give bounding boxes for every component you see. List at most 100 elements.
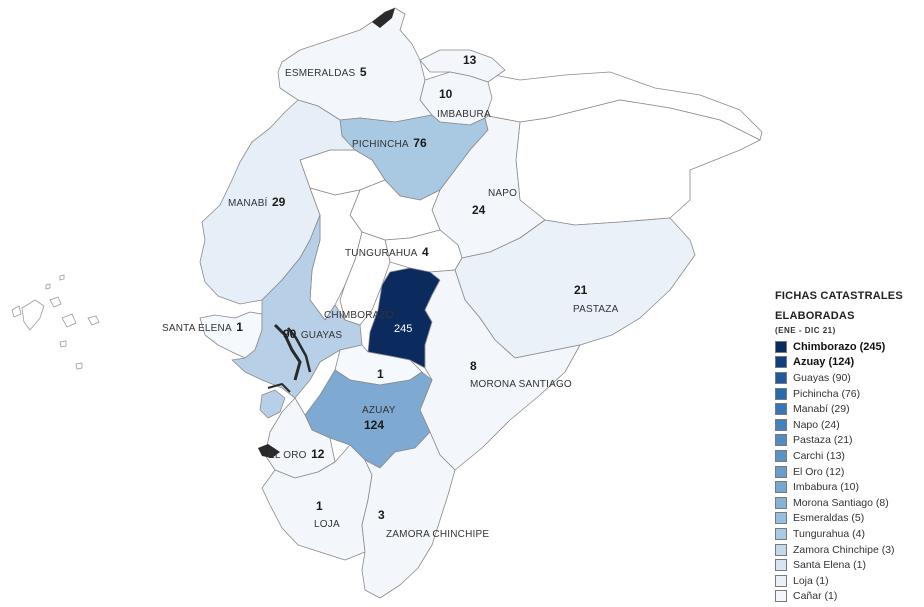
chimborazo-name: CHIMBORAZO — [324, 310, 394, 321]
legend-item-label: Carchi (13) — [793, 449, 845, 462]
legend-item: Tungurahua (4) — [775, 526, 924, 542]
legend-swatch — [775, 418, 787, 431]
island-north — [59, 274, 65, 281]
legend-item-label: Tungurahua (4) — [793, 527, 865, 540]
santa-elena-name: SANTA ELENA — [162, 323, 232, 334]
legend-swatch — [775, 481, 787, 494]
guayas-name: GUAYAS — [301, 330, 343, 341]
legend-item-label: Santa Elena (1) — [793, 559, 866, 572]
el-oro-name: EL ORO — [268, 450, 307, 461]
legend-swatch — [775, 496, 787, 509]
legend-item-label: Imbabura (10) — [793, 481, 859, 494]
legend-item: Zamora Chinchipe (3) — [775, 542, 924, 558]
island-espanola — [75, 362, 83, 370]
map-labels: 13 ESMERALDAS 5 10 IMBABURA PICHINCHA 76… — [162, 53, 619, 540]
legend-item: Carchi (13) — [775, 448, 924, 464]
pichincha-name: PICHINCHA — [352, 139, 409, 150]
island-san-cristobal — [87, 315, 100, 326]
island-santa-cruz — [61, 313, 77, 328]
el-oro-value: 12 — [311, 447, 325, 461]
esmeraldas-name: ESMERALDAS — [285, 68, 355, 79]
legend-swatch — [775, 590, 787, 603]
guayas-value: 90 — [283, 327, 297, 341]
azuay-name: AZUAY — [362, 405, 396, 416]
island-santiago — [49, 296, 62, 308]
island-marchena — [45, 283, 51, 290]
legend-item: Napo (24) — [775, 417, 924, 433]
legend-item: Cañar (1) — [775, 589, 924, 605]
legend-swatch — [775, 465, 787, 478]
island-isabela — [21, 299, 45, 331]
legend-swatch — [775, 403, 787, 416]
legend-swatch — [775, 512, 787, 525]
legend-swatch — [775, 527, 787, 540]
legend-item: Manabí (29) — [775, 401, 924, 417]
province-carchi — [419, 49, 506, 83]
tungurahua-value: 4 — [422, 245, 429, 259]
legend-item-label: Pastaza (21) — [793, 434, 853, 447]
loja-value: 1 — [316, 499, 323, 513]
legend-swatch — [775, 543, 787, 556]
manabi-label: MANABÍ 29 — [228, 193, 286, 210]
pastaza-value: 21 — [574, 283, 588, 297]
esmeraldas-value: 5 — [360, 65, 367, 79]
legend-item: El Oro (12) — [775, 464, 924, 480]
zamora-name: ZAMORA CHINCHIPE — [386, 529, 489, 540]
legend-item-label: Guayas (90) — [793, 371, 851, 384]
legend-item-label: Zamora Chinchipe (3) — [793, 543, 895, 556]
zamora-value: 3 — [378, 508, 385, 522]
province-manabi — [199, 99, 356, 305]
legend-item: Pichincha (76) — [775, 386, 924, 402]
legend-swatch — [775, 356, 787, 369]
legend-item-label: Chimborazo (245) — [793, 340, 886, 353]
legend-swatch — [775, 449, 787, 462]
legend-item-label: Pichincha (76) — [793, 387, 861, 400]
legend-item: Esmeraldas (5) — [775, 511, 924, 527]
morona-name: MORONA SANTIAGO — [470, 379, 572, 390]
legend-item-label: Manabí (29) — [793, 403, 850, 416]
legend-period: (ENE - DIC 21) — [775, 326, 836, 335]
province-guayas-puna — [259, 389, 286, 419]
pichincha-label: PICHINCHA 76 — [352, 134, 427, 151]
province-morona-santiago — [419, 269, 581, 471]
carchi-value: 13 — [463, 53, 477, 67]
legend-item: Chimborazo (245) — [775, 339, 924, 355]
legend-swatch — [775, 371, 787, 384]
esmeraldas-label: ESMERALDAS 5 — [285, 63, 367, 80]
tungurahua-label: TUNGURAHUA 4 — [345, 243, 429, 260]
legend-item: Loja (1) — [775, 573, 924, 589]
napo-value: 24 — [472, 203, 486, 217]
legend-item: Imbabura (10) — [775, 479, 924, 495]
legend-item: Pastaza (21) — [775, 433, 924, 449]
imbabura-name: IMBABURA — [437, 109, 491, 120]
pichincha-value: 76 — [413, 136, 427, 150]
loja-name: LOJA — [314, 519, 340, 530]
legend-item-label: Napo (24) — [793, 418, 840, 431]
legend-title-line2: ELABORADAS — [775, 310, 855, 322]
map-legend: FICHAS CATASTRALES ELABORADAS (ENE - DIC… — [775, 286, 924, 604]
legend-item: Santa Elena (1) — [775, 557, 924, 573]
legend-item-label: Azuay (124) — [793, 356, 855, 369]
legend-item: Guayas (90) — [775, 370, 924, 386]
canar-value: 1 — [377, 367, 384, 381]
napo-name: NAPO — [488, 188, 517, 199]
legend-title-line1: FICHAS CATASTRALES — [775, 290, 903, 302]
legend-item: Morona Santiago (8) — [775, 495, 924, 511]
legend-swatch — [775, 574, 787, 587]
pastaza-name: PASTAZA — [573, 304, 619, 315]
legend-swatch — [775, 559, 787, 572]
legend-item-label: Cañar (1) — [793, 590, 838, 603]
island-fernandina — [11, 305, 22, 318]
manabi-value: 29 — [272, 195, 286, 209]
legend-item-label: Esmeraldas (5) — [793, 512, 865, 525]
legend-item-label: Loja (1) — [793, 574, 829, 587]
province-zamora-chinchipe — [361, 431, 456, 599]
santa-elena-value: 1 — [236, 320, 243, 334]
tungurahua-name: TUNGURAHUA — [345, 248, 418, 259]
legend-item-label: Morona Santiago (8) — [793, 496, 889, 509]
el-oro-label: EL ORO 12 — [268, 445, 325, 462]
legend-swatch — [775, 340, 787, 353]
morona-value: 8 — [470, 359, 477, 373]
azuay-value: 124 — [364, 418, 384, 432]
